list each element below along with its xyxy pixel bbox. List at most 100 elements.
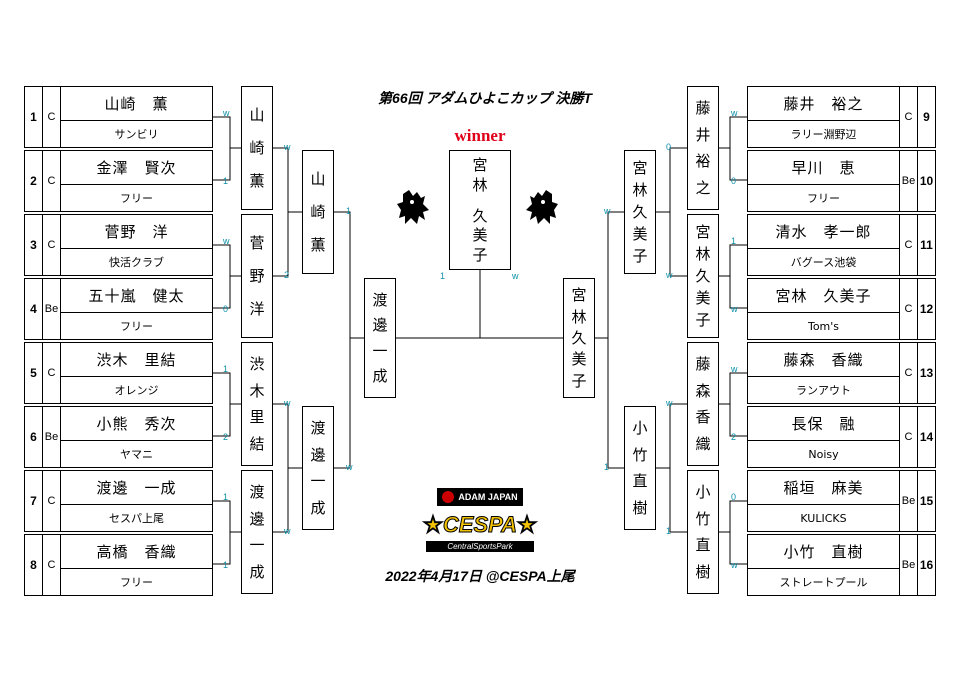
player-card-10: 10 Be 早川 恵 フリー bbox=[747, 150, 936, 212]
class-label: C bbox=[899, 215, 917, 275]
name-char: 山 bbox=[249, 106, 265, 124]
class-label: C bbox=[43, 471, 61, 531]
name-char: 渡 bbox=[310, 419, 326, 438]
name-char: 林 bbox=[571, 307, 587, 326]
match-score: 2 bbox=[284, 270, 290, 280]
seed-number: 14 bbox=[917, 407, 935, 467]
name-char: 小 bbox=[695, 483, 711, 502]
player-card-9: 9 C 藤井 裕之 ラリー淵野辺 bbox=[747, 86, 936, 148]
team-name: フリー bbox=[120, 576, 153, 589]
player-name: 渋木 里結 bbox=[61, 343, 212, 377]
left-r1-winner-4: 渡 邊 一 成 bbox=[241, 470, 273, 594]
class-label: C bbox=[899, 407, 917, 467]
name-char: 崎 bbox=[310, 203, 326, 221]
name-char: 樹 bbox=[632, 498, 648, 517]
adam-logo-text: ADAM JAPAN bbox=[458, 492, 518, 502]
team-name: 快活クラブ bbox=[109, 256, 164, 269]
match-score: 1 bbox=[223, 492, 229, 502]
player-name: 藤森 香織 bbox=[748, 343, 899, 377]
name-char: 美 bbox=[695, 289, 711, 307]
class-label: C bbox=[43, 87, 61, 147]
match-score: w bbox=[731, 560, 738, 570]
name-char: 里 bbox=[249, 408, 265, 427]
name-char: 竹 bbox=[632, 445, 648, 464]
right-r2-winner-2: 小 竹 直 樹 bbox=[624, 406, 656, 530]
champion-char: 美 bbox=[472, 226, 488, 245]
lion-emblem-left-icon bbox=[397, 190, 429, 224]
player-name: 宮林 久美子 bbox=[748, 279, 899, 313]
team-name: ランアウト bbox=[796, 384, 851, 397]
seed-number: 9 bbox=[917, 87, 935, 147]
team-name: オレンジ bbox=[114, 384, 159, 397]
champion-char: 林 bbox=[472, 175, 488, 194]
player-name: 山崎 薫 bbox=[61, 87, 212, 121]
match-score: w bbox=[512, 271, 519, 281]
match-score: 2 bbox=[731, 432, 737, 442]
adam-mark-icon bbox=[442, 491, 455, 503]
match-score: 1 bbox=[223, 176, 229, 186]
seed-number: 11 bbox=[917, 215, 935, 275]
player-name: 小熊 秀次 bbox=[61, 407, 212, 441]
player-name: 小竹 直樹 bbox=[748, 535, 899, 569]
player-card-13: 13 C 藤森 香織 ランアウト bbox=[747, 342, 936, 404]
team-name: Tom's bbox=[807, 319, 840, 333]
match-score: 0 bbox=[666, 142, 672, 152]
player-name: 菅野 洋 bbox=[61, 215, 212, 249]
name-char: 薫 bbox=[310, 236, 326, 254]
name-char: 渡 bbox=[372, 290, 388, 309]
player-card-6: 6 Be 小熊 秀次 ヤマニ bbox=[24, 406, 213, 468]
adam-japan-logo: ADAM JAPAN bbox=[437, 488, 523, 506]
name-char: 美 bbox=[632, 225, 648, 243]
left-r1-winner-3: 渋 木 里 結 bbox=[241, 342, 273, 466]
tournament-title: 第66回 アダムひよこカップ 決勝T bbox=[378, 90, 592, 106]
match-score: 0 bbox=[731, 492, 737, 502]
class-label: Be bbox=[43, 407, 61, 467]
player-name: 稲垣 麻美 bbox=[748, 471, 899, 505]
name-char: 久 bbox=[632, 203, 648, 221]
name-char: 成 bbox=[310, 498, 326, 517]
match-score: w bbox=[731, 108, 738, 118]
left-r2-winner-2: 渡 邊 一 成 bbox=[302, 406, 334, 530]
match-score: 0 bbox=[731, 176, 737, 186]
name-char: 林 bbox=[632, 181, 648, 199]
team-name: フリー bbox=[120, 320, 153, 333]
team-name: フリー bbox=[807, 192, 840, 205]
name-char: 香 bbox=[695, 408, 711, 427]
name-char: 樹 bbox=[695, 562, 711, 581]
player-card-11: 11 C 清水 孝一郎 バグース池袋 bbox=[747, 214, 936, 276]
cespa-logo-subtitle: CentralSportsPark bbox=[426, 541, 534, 552]
right-r2-winner-1: 宮 林 久 美 子 bbox=[624, 150, 656, 274]
class-label: C bbox=[43, 343, 61, 403]
team-name: ヤマニ bbox=[120, 448, 153, 461]
player-card-16: 16 Be 小竹 直樹 ストレートプール bbox=[747, 534, 936, 596]
player-card-12: 12 C 宮林 久美子 Tom's bbox=[747, 278, 936, 340]
seed-number: 6 bbox=[25, 407, 43, 467]
name-char: 子 bbox=[695, 311, 711, 329]
left-r1-winner-1: 山 崎 薫 bbox=[241, 86, 273, 210]
champion-char: 宮 bbox=[472, 156, 488, 175]
class-label: C bbox=[43, 215, 61, 275]
player-card-2: 2 C 金澤 賢次 フリー bbox=[24, 150, 213, 212]
seed-number: 2 bbox=[25, 151, 43, 211]
name-char: 藤 bbox=[695, 99, 711, 118]
seed-number: 7 bbox=[25, 471, 43, 531]
class-label: Be bbox=[43, 279, 61, 339]
cespa-logo-text: CESPA bbox=[442, 512, 518, 538]
name-char: 宮 bbox=[695, 223, 711, 241]
winner-label: winner bbox=[454, 126, 506, 145]
match-score: w bbox=[731, 364, 738, 374]
match-score: 1 bbox=[666, 526, 672, 536]
match-score: w bbox=[346, 462, 353, 472]
name-char: 成 bbox=[249, 562, 265, 581]
class-label: C bbox=[43, 151, 61, 211]
name-char: 山 bbox=[310, 170, 326, 188]
name-char: 結 bbox=[249, 434, 265, 453]
match-score: w bbox=[604, 206, 611, 216]
class-label: C bbox=[899, 279, 917, 339]
player-card-1: 1 C 山崎 薫 サンビリ bbox=[24, 86, 213, 148]
match-score: w bbox=[284, 142, 291, 152]
left-r1-winner-2: 菅 野 洋 bbox=[241, 214, 273, 338]
name-char: 洋 bbox=[249, 300, 265, 318]
name-char: 井 bbox=[695, 125, 711, 144]
